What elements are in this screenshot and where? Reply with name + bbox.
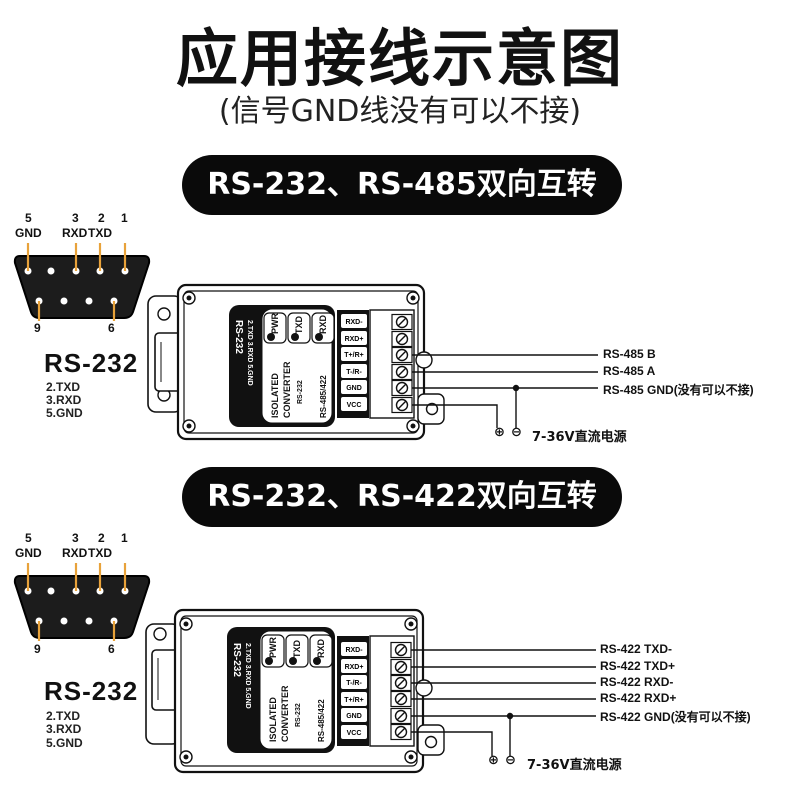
s1-rs232-label: RS-232: [44, 348, 139, 378]
s1-pin-num-1: 1: [121, 211, 128, 225]
s2-pinlist-3: 5.GND: [46, 736, 83, 750]
s2-wire-label-4: RS-422 RXD+: [600, 691, 677, 705]
s1-pin-num-9: 9: [34, 321, 41, 335]
s1-pinlist-1: 2.TXD: [46, 380, 81, 394]
s1-wire-label-2: RS-485 A: [603, 364, 656, 378]
s1-pin-num-3: 3: [72, 211, 79, 225]
s1-led-txd-label: TXD: [294, 315, 304, 334]
s1-wires: [412, 354, 598, 428]
s2-side-label-1: RS-232: [231, 643, 242, 677]
s1-term-6: VCC: [347, 402, 362, 409]
s2-term-4: T+/R+: [344, 697, 363, 704]
s2-pin-num-9: 9: [34, 642, 41, 656]
s2-power-minus-icon: ⊖: [505, 753, 516, 768]
s1-pin-name-gnd: GND: [15, 226, 42, 240]
s1-db9-connector: [13, 243, 151, 321]
s2-wire-label-3: RS-422 RXD-: [600, 675, 674, 689]
s1-pinlist-2: 3.RXD: [46, 393, 82, 407]
s2-term-1: RXD-: [345, 647, 363, 654]
s2-center-text-2: CONVERTER: [280, 685, 290, 742]
s1-converter-module: [147, 283, 445, 441]
s2-center-text-3: RS-232: [295, 703, 302, 727]
s2-led-pwr-label: PWR: [268, 637, 278, 658]
s2-wires: [411, 649, 596, 756]
s1-led-pwr: PWR: [263, 312, 287, 344]
s2-center-text-4: RS-485/422: [317, 699, 326, 742]
s1-wire-label-1: RS-485 B: [603, 347, 656, 361]
s1-terminal-labels: RXD- RXD+ T+/R+ T-/R- GND VCC: [341, 314, 367, 411]
s2-wire-label-1: RS-422 TXD-: [600, 642, 673, 656]
s1-term-5: GND: [346, 385, 362, 392]
page-title: 应用接线示意图: [175, 22, 624, 95]
s2-led-txd: TXD: [285, 634, 309, 668]
section-2-heading: RS-232、RS-422双向互转: [182, 467, 622, 527]
s1-pin-name-rxd: RXD: [62, 226, 88, 240]
s1-side-label-1: RS-232: [233, 320, 244, 354]
s1-pin-name-txd: TXD: [88, 226, 112, 240]
s1-pin-num-5: 5: [25, 211, 32, 225]
s1-pin-num-2: 2: [98, 211, 105, 225]
s2-terminal-labels: RXD- RXD+ T-/R- T+/R+ GND VCC: [341, 642, 367, 739]
s1-led-pwr-label: PWR: [270, 313, 280, 334]
s1-wire-label-3: RS-485 GND(没有可以不接): [603, 383, 754, 397]
section-1-heading: RS-232、RS-485双向互转: [182, 155, 622, 215]
s2-led-rxd-label: RXD: [316, 638, 326, 658]
s1-term-1: RXD-: [345, 319, 363, 326]
s1-power-label: 7-36V直流电源: [532, 430, 627, 445]
s1-term-3: T+/R+: [344, 352, 363, 359]
s1-center-text-2: CONVERTER: [282, 361, 292, 418]
s2-led-pwr: PWR: [261, 634, 285, 668]
s2-wire-label-5: RS-422 GND(没有可以不接): [600, 710, 751, 724]
s2-pin-num-1: 1: [121, 531, 128, 545]
s2-center-text-1: ISOLATED: [268, 697, 278, 742]
s1-led-rxd: RXD: [311, 312, 335, 344]
s1-led-txd: TXD: [287, 312, 311, 344]
s2-led-txd-label: TXD: [292, 639, 302, 658]
s2-pin-num-2: 2: [98, 531, 105, 545]
s2-db9-connector: [13, 563, 151, 641]
s2-term-5: GND: [346, 713, 362, 720]
s2-side-label-2: 2.TXD 3.RXD 5.GND: [244, 643, 251, 709]
s2-term-2: RXD+: [345, 664, 364, 671]
s1-power-minus-icon: ⊖: [511, 425, 522, 440]
s2-pin-name-txd: TXD: [88, 546, 112, 560]
s2-pin-name-rxd: RXD: [62, 546, 88, 560]
s2-power-plus-icon: ⊕: [488, 753, 499, 768]
s2-rs232-label: RS-232: [44, 676, 139, 706]
s1-center-text-4: RS-485/422: [319, 375, 328, 418]
s2-term-6: VCC: [347, 730, 362, 737]
s1-center-text-3: RS-232: [297, 380, 304, 404]
s2-pin-num-5: 5: [25, 531, 32, 545]
s1-pin-num-6: 6: [108, 321, 115, 335]
s2-power-label: 7-36V直流电源: [527, 758, 622, 773]
page-subtitle: (信号GND线没有可以不接): [218, 94, 582, 129]
s2-led-rxd: RXD: [309, 634, 333, 668]
s2-converter-module: [145, 608, 445, 774]
s1-pinlist-3: 5.GND: [46, 406, 83, 420]
s2-pin-name-gnd: GND: [15, 546, 42, 560]
s1-term-4: T-/R-: [346, 369, 362, 376]
s1-side-label-2: 2.TXD 3.RXD 5.GND: [246, 320, 253, 386]
s1-center-text-1: ISOLATED: [270, 373, 280, 418]
s1-led-rxd-label: RXD: [318, 314, 328, 334]
s2-pinlist-2: 3.RXD: [46, 722, 82, 736]
s2-pin-num-6: 6: [108, 642, 115, 656]
s2-pinlist-1: 2.TXD: [46, 709, 81, 723]
s2-pin-num-3: 3: [72, 531, 79, 545]
s1-term-2: RXD+: [345, 336, 364, 343]
s2-wire-label-2: RS-422 TXD+: [600, 659, 676, 673]
s1-power-plus-icon: ⊕: [494, 425, 505, 440]
s2-term-3: T-/R-: [346, 680, 362, 687]
